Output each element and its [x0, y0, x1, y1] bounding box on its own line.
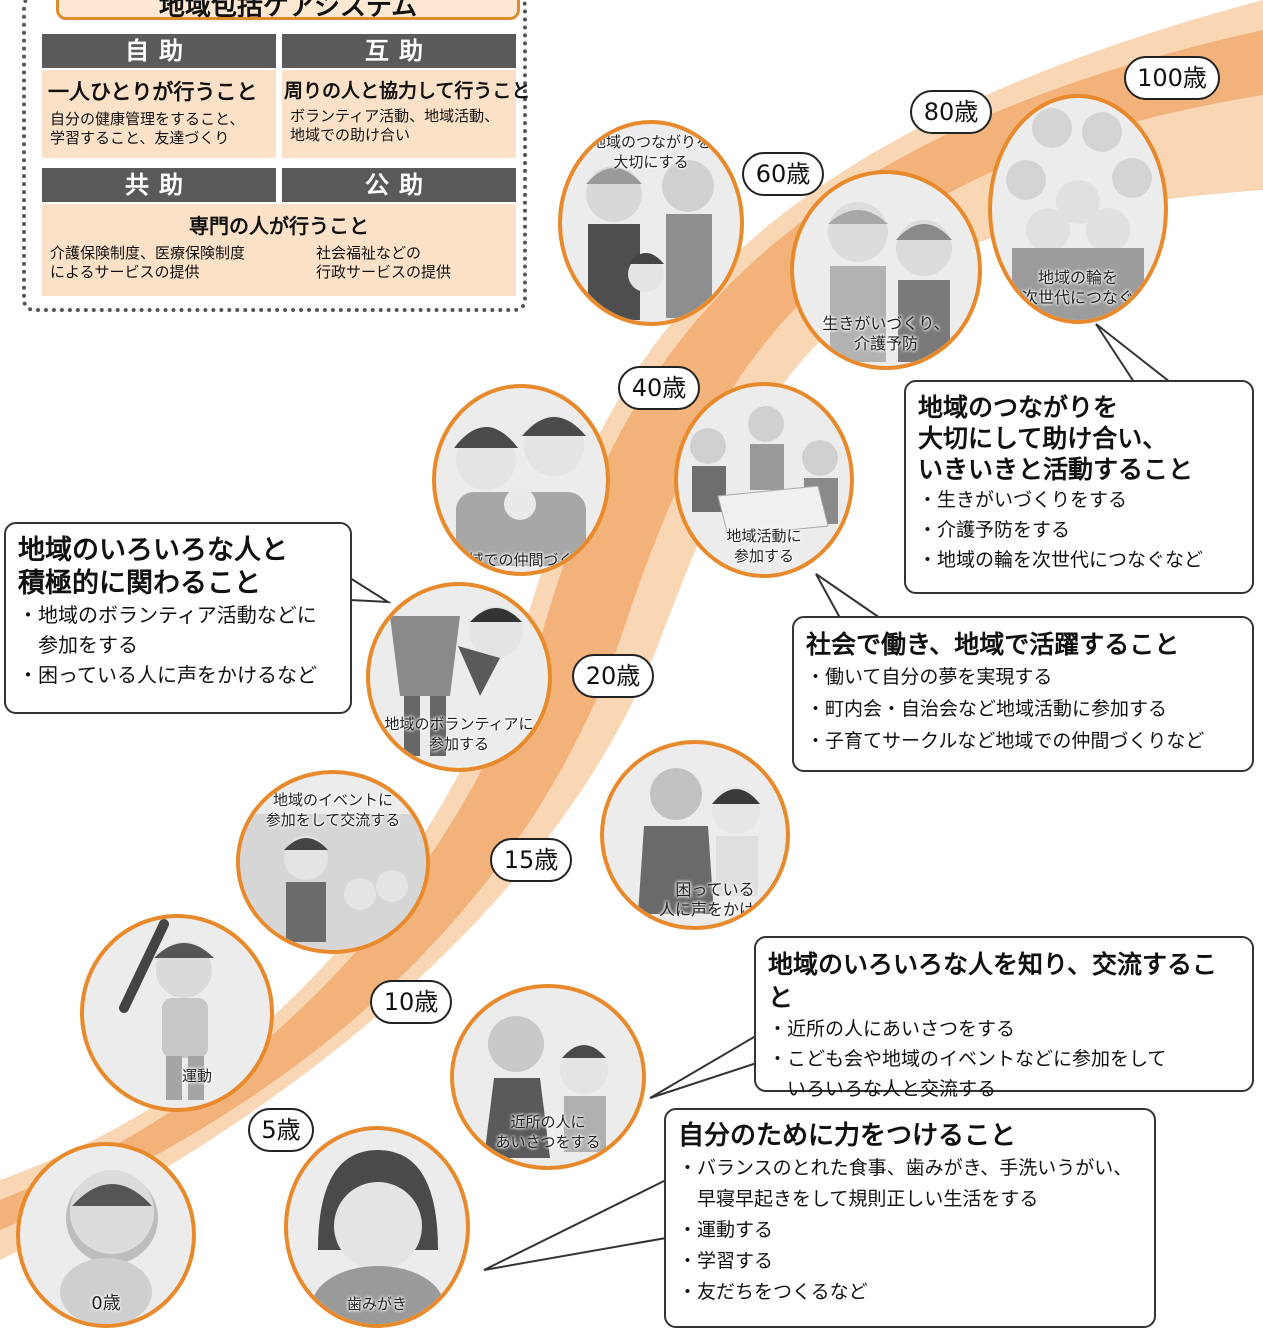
kyojo-kojo-cell: 専門の人が行うこと 介護保険制度、医療保険制度 によるサービスの提供 社会福祉な…	[42, 204, 516, 296]
shared-heading: 専門の人が行うこと	[189, 214, 369, 238]
age-badge-20: 20歳	[572, 654, 654, 698]
scene-event: 地域のイベントに 参加をして交流する	[236, 770, 430, 954]
jijo-heading: 一人ひとりが行うこと	[48, 80, 258, 104]
kojo-body: 社会福祉などの 行政サービスの提供	[316, 244, 452, 281]
scene-bond: 地域のつながりを 大切にする	[558, 120, 744, 326]
scene-teeth: 歯みがき	[284, 1126, 470, 1328]
age-badge-5: 5歳	[248, 1108, 314, 1152]
help-illustration	[638, 768, 760, 914]
meeting-illustration	[690, 406, 838, 537]
bubble-self-item: ・友だちをつくるなど	[678, 1281, 868, 1303]
bubble-engage-item: ・困っている人に声をかけるなど	[18, 663, 317, 687]
bubble-elder-item: ・地域の輪を次世代につなぐなど	[918, 549, 1204, 571]
scene-meeting: 地域活動に 参加する	[674, 382, 854, 578]
age-badge-15: 15歳	[490, 838, 572, 882]
bubble-know-item: ・こども会や地域のイベントなどに参加をして いろいろな人と交流する	[768, 1048, 1167, 1100]
bubble-self-item: ・学習する	[678, 1250, 774, 1272]
bubble-self: 自分のために力をつけること ・バランスのとれた食事、歯みがき、手洗いうがい、 早…	[664, 1108, 1156, 1328]
scene-event-label: 地域のイベントに 参加をして交流する	[265, 791, 401, 829]
bubble-elder-item: ・介護予防をする	[918, 519, 1071, 541]
bubble-self-item: ・バランスのとれた食事、歯みがき、手洗いうがい、 早寝早起きをして規則正しい生活…	[678, 1157, 1133, 1210]
bubble-work-item: ・子育てサークルなど地域での仲間づくりなど	[806, 730, 1205, 752]
bubble-elder-heading: 地域のつながりを 大切にして助け合い、 いきいきと活動すること	[918, 393, 1194, 484]
scene-volunteer-label: 地域のボランティアに 参加する	[384, 715, 534, 753]
scene-elderly-label: 生きがいづくり、 介護予防	[822, 314, 950, 353]
scene-baseball: 運動	[80, 914, 274, 1112]
age-badge-60: 60歳	[742, 152, 824, 196]
scene-help-label: 困っている 人に声をかける	[658, 880, 771, 919]
jijo-cell: 一人ひとりが行うこと 自分の健康管理をすること、 学習すること、友達づくり	[42, 70, 276, 158]
baby-illustration	[60, 1170, 158, 1324]
scene-family-label: 地域での仲間づくり	[453, 551, 589, 569]
greet-illustration	[484, 1016, 608, 1158]
age-badge-80: 80歳	[910, 90, 992, 134]
event-illustration	[240, 814, 426, 950]
bond-illustration	[586, 160, 714, 320]
kyojo-body: 介護保険制度、医療保険制度 によるサービスの提供	[50, 244, 246, 281]
scene-baseball-label: 運動	[181, 1067, 212, 1085]
bubble-engage-heading: 地域のいろいろな人と 積極的に関わること	[18, 535, 288, 599]
scene-generations-label: 地域の輪を 次世代につなぐ	[1021, 268, 1134, 307]
scene-generations: 地域の輪を 次世代につなぐ	[988, 94, 1168, 324]
scene-volunteer: 地域のボランティアに 参加する	[366, 582, 552, 772]
family-illustration	[454, 416, 586, 566]
jijo-body: 自分の健康管理をすること、 学習すること、友達づくり	[50, 110, 245, 147]
bubble-self-heading: 自分のために力をつけること	[678, 1121, 1017, 1151]
scene-baby: 0歳	[16, 1142, 196, 1328]
road-band-outer	[0, 0, 1263, 1260]
volunteer-illustration	[390, 606, 522, 756]
age-badge-10: 10歳	[370, 980, 452, 1024]
age-badge-40: 40歳	[618, 366, 700, 410]
scene-elderly: 生きがいづくり、 介護予防	[790, 170, 982, 370]
bubble-work-item: ・町内会・自治会など地域活動に参加する	[806, 698, 1168, 720]
bubble-self-item: ・運動する	[678, 1219, 774, 1241]
scene-family: 地域での仲間づくり	[432, 384, 610, 576]
bubble-work: 社会で働き、地域で活躍すること ・働いて自分の夢を実現する ・町内会・自治会など…	[792, 616, 1254, 772]
kyojo-header: 共助	[42, 168, 276, 202]
scene-bond-label: 地域のつながりを 大切にする	[590, 133, 711, 171]
kojo-header: 公助	[282, 168, 516, 202]
scene-baby-age-label: 0歳	[91, 1293, 121, 1314]
scene-help: 困っている 人に声をかける	[600, 740, 790, 930]
teeth-illustration	[312, 1150, 444, 1324]
scene-greet: 近所の人に あいさつをする	[450, 984, 646, 1170]
scene-greet-label: 近所の人に あいさつをする	[495, 1113, 601, 1151]
gojo-heading: 周りの人と協力して行うこと	[284, 80, 531, 102]
bubble-know: 地域のいろいろな人を知り、交流すること ・近所の人にあいさつをする ・こども会や…	[754, 936, 1254, 1100]
age-badge-100: 100歳	[1124, 56, 1220, 100]
gojo-body: ボランティア活動、地域活動、 地域での助け合い	[290, 107, 500, 144]
bubble-engage-item: ・地域のボランティア活動などに 参加をする	[18, 603, 317, 657]
bubble-work-item: ・働いて自分の夢を実現する	[806, 666, 1053, 688]
gojo-cell: 周りの人と協力して行うこと ボランティア活動、地域活動、 地域での助け合い	[282, 70, 531, 158]
bubble-elder-item: ・生きがいづくりをする	[918, 489, 1128, 511]
gojo-header: 互助	[282, 34, 516, 68]
bubble-know-heading: 地域のいろいろな人を知り、交流すること	[768, 950, 1218, 1012]
jijo-header: 自助	[42, 34, 276, 68]
bubble-elder: 地域のつながりを 大切にして助け合い、 いきいきと活動すること ・生きがいづくり…	[904, 380, 1254, 594]
bubble-engage: 地域のいろいろな人と 積極的に関わること ・地域のボランティア活動などに 参加を…	[4, 522, 352, 714]
baseball-illustration	[119, 919, 214, 1100]
scene-teeth-label: 歯みがき	[346, 1295, 407, 1313]
bubble-know-item: ・近所の人にあいさつをする	[768, 1018, 1016, 1040]
legend-title: 地域包括ケアシステム	[56, 0, 520, 20]
care-system-legend: 地域包括ケアシステム 自助 互助 一人ひとりが行うこと 自分の健康管理をすること…	[22, 0, 531, 312]
bubble-work-heading: 社会で働き、地域で活躍すること	[806, 630, 1180, 659]
elderly-illustration	[828, 202, 952, 362]
scene-meeting-label: 地域活動に 参加する	[726, 527, 802, 565]
